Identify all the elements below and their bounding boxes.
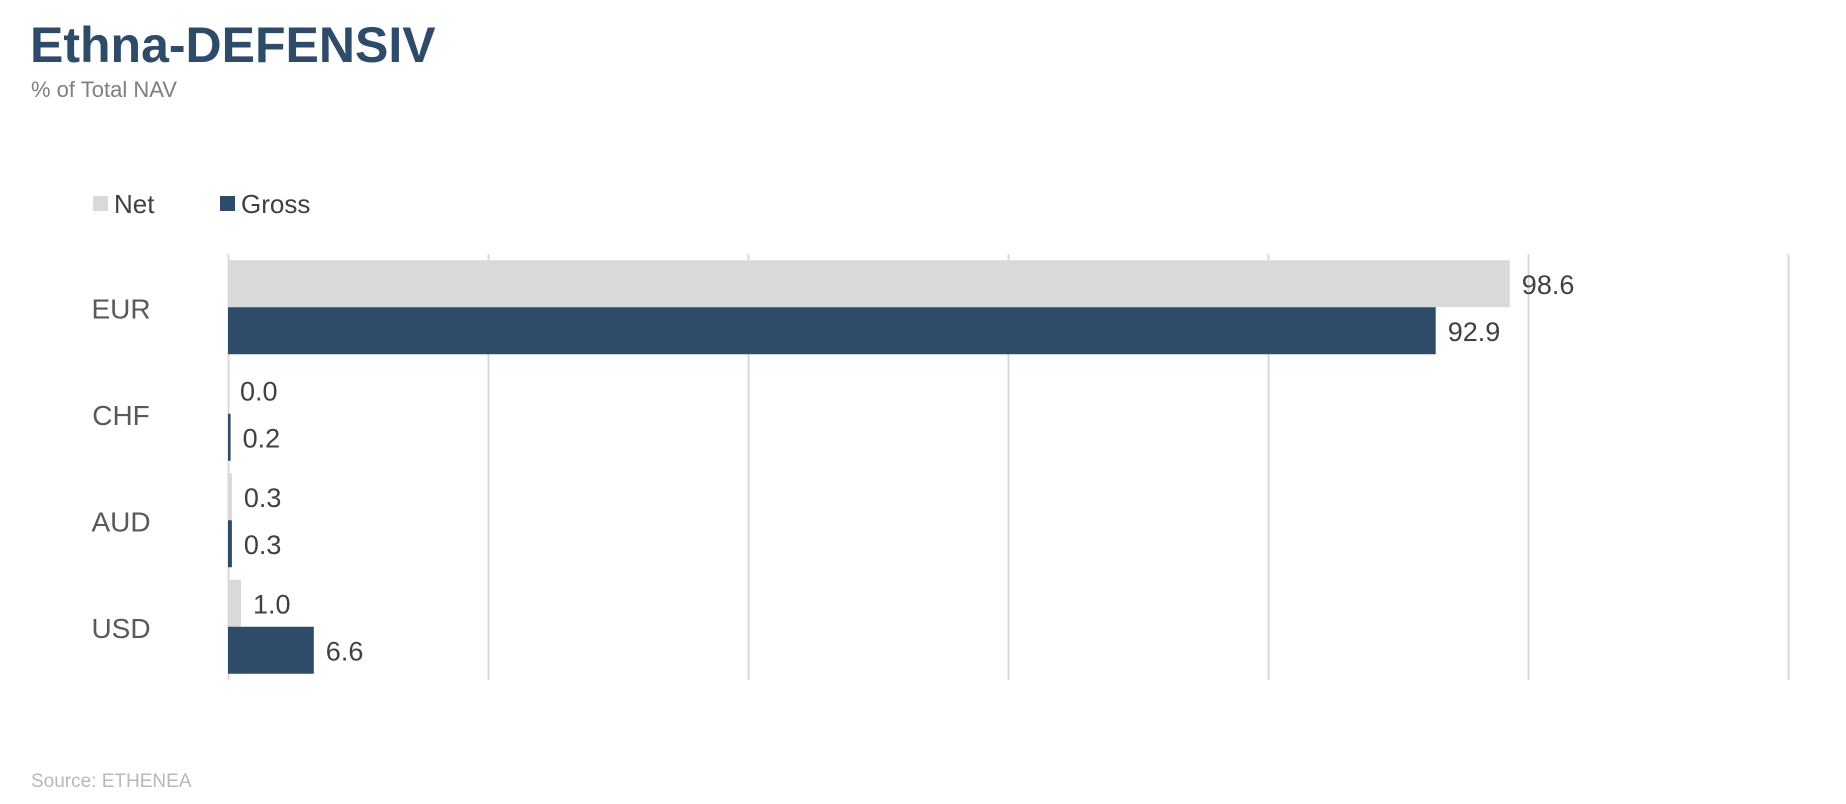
data-label-net-eur: 98.6 <box>1522 270 1575 300</box>
legend-swatch-net <box>93 196 108 211</box>
category-labels: EUR CHF AUD USD <box>91 293 150 644</box>
chart-subtitle: % of Total NAV <box>31 77 177 102</box>
data-label-gross-aud: 0.3 <box>244 530 282 560</box>
source-note: Source: ETHENEA <box>31 771 192 792</box>
category-label-usd: USD <box>91 613 150 644</box>
bar-gross-aud <box>228 520 232 568</box>
bar-gross-usd <box>228 626 314 674</box>
data-labels: 98.6 92.9 0.0 0.2 0.3 0.3 1.0 6.6 <box>240 270 1574 667</box>
data-label-gross-chf: 0.2 <box>243 423 281 453</box>
data-label-net-usd: 1.0 <box>253 589 291 619</box>
bars <box>228 260 1510 674</box>
legend: Net Gross <box>93 189 310 219</box>
bar-net-eur <box>228 260 1510 308</box>
category-label-eur: EUR <box>91 293 150 324</box>
bar-gross-eur <box>228 307 1436 355</box>
data-label-net-aud: 0.3 <box>244 483 282 513</box>
legend-label-net: Net <box>114 189 155 219</box>
legend-label-gross: Gross <box>241 189 310 219</box>
data-label-gross-eur: 92.9 <box>1448 317 1501 347</box>
bar-gross-chf <box>228 413 231 461</box>
data-label-gross-usd: 6.6 <box>326 636 364 666</box>
category-label-chf: CHF <box>92 400 150 431</box>
data-label-net-chf: 0.0 <box>240 376 278 406</box>
chart-title: Ethna-DEFENSIV <box>30 17 436 73</box>
bar-net-aud <box>228 473 232 521</box>
bar-net-usd <box>228 579 241 627</box>
category-label-aud: AUD <box>91 506 150 537</box>
legend-swatch-gross <box>220 196 235 211</box>
